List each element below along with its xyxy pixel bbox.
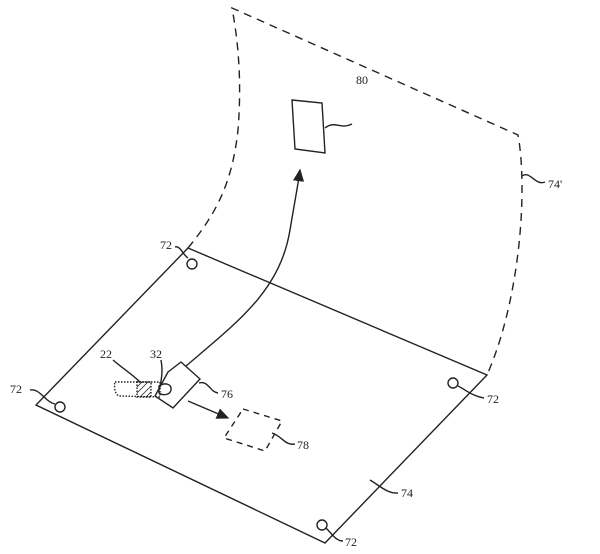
label-80: 80 <box>356 73 368 87</box>
move-arrow <box>187 400 230 419</box>
leader-80 <box>324 123 353 129</box>
label-22: 22 <box>100 347 112 361</box>
leader-22 <box>112 359 141 383</box>
label-32: 32 <box>150 347 162 361</box>
finger <box>113 381 161 398</box>
target-area-78 <box>222 408 284 452</box>
corner-hole-top <box>186 258 198 270</box>
leader-78 <box>271 432 296 445</box>
leader-72-right <box>457 385 485 399</box>
hatch-lines <box>136 381 152 398</box>
display-window-80 <box>291 99 326 154</box>
corner-hole-left <box>54 401 66 413</box>
label-72-left: 72 <box>10 382 22 396</box>
leader-72-bottom <box>325 527 344 542</box>
label-74prime: 74' <box>548 177 562 191</box>
leader-72-left <box>29 389 56 405</box>
corner-hole-bottom <box>316 519 328 531</box>
fingernail-32 <box>158 383 172 396</box>
label-78: 78 <box>297 438 309 452</box>
leader-72-top <box>174 246 189 259</box>
leader-32 <box>159 359 163 387</box>
swipe-up-arrow <box>185 168 305 367</box>
leader-74 <box>369 479 399 494</box>
corner-hole-right <box>447 377 459 389</box>
label-74: 74 <box>401 486 413 500</box>
leader-76 <box>198 381 219 394</box>
finger-band-hatched <box>136 381 152 398</box>
flat-panel <box>34 247 489 544</box>
label-72-bottom: 72 <box>345 535 357 549</box>
label-72-right: 72 <box>487 392 499 406</box>
leader-74prime <box>521 174 546 184</box>
label-72-top: 72 <box>160 238 172 252</box>
touch-area-76 <box>154 361 201 409</box>
label-76: 76 <box>221 387 233 401</box>
